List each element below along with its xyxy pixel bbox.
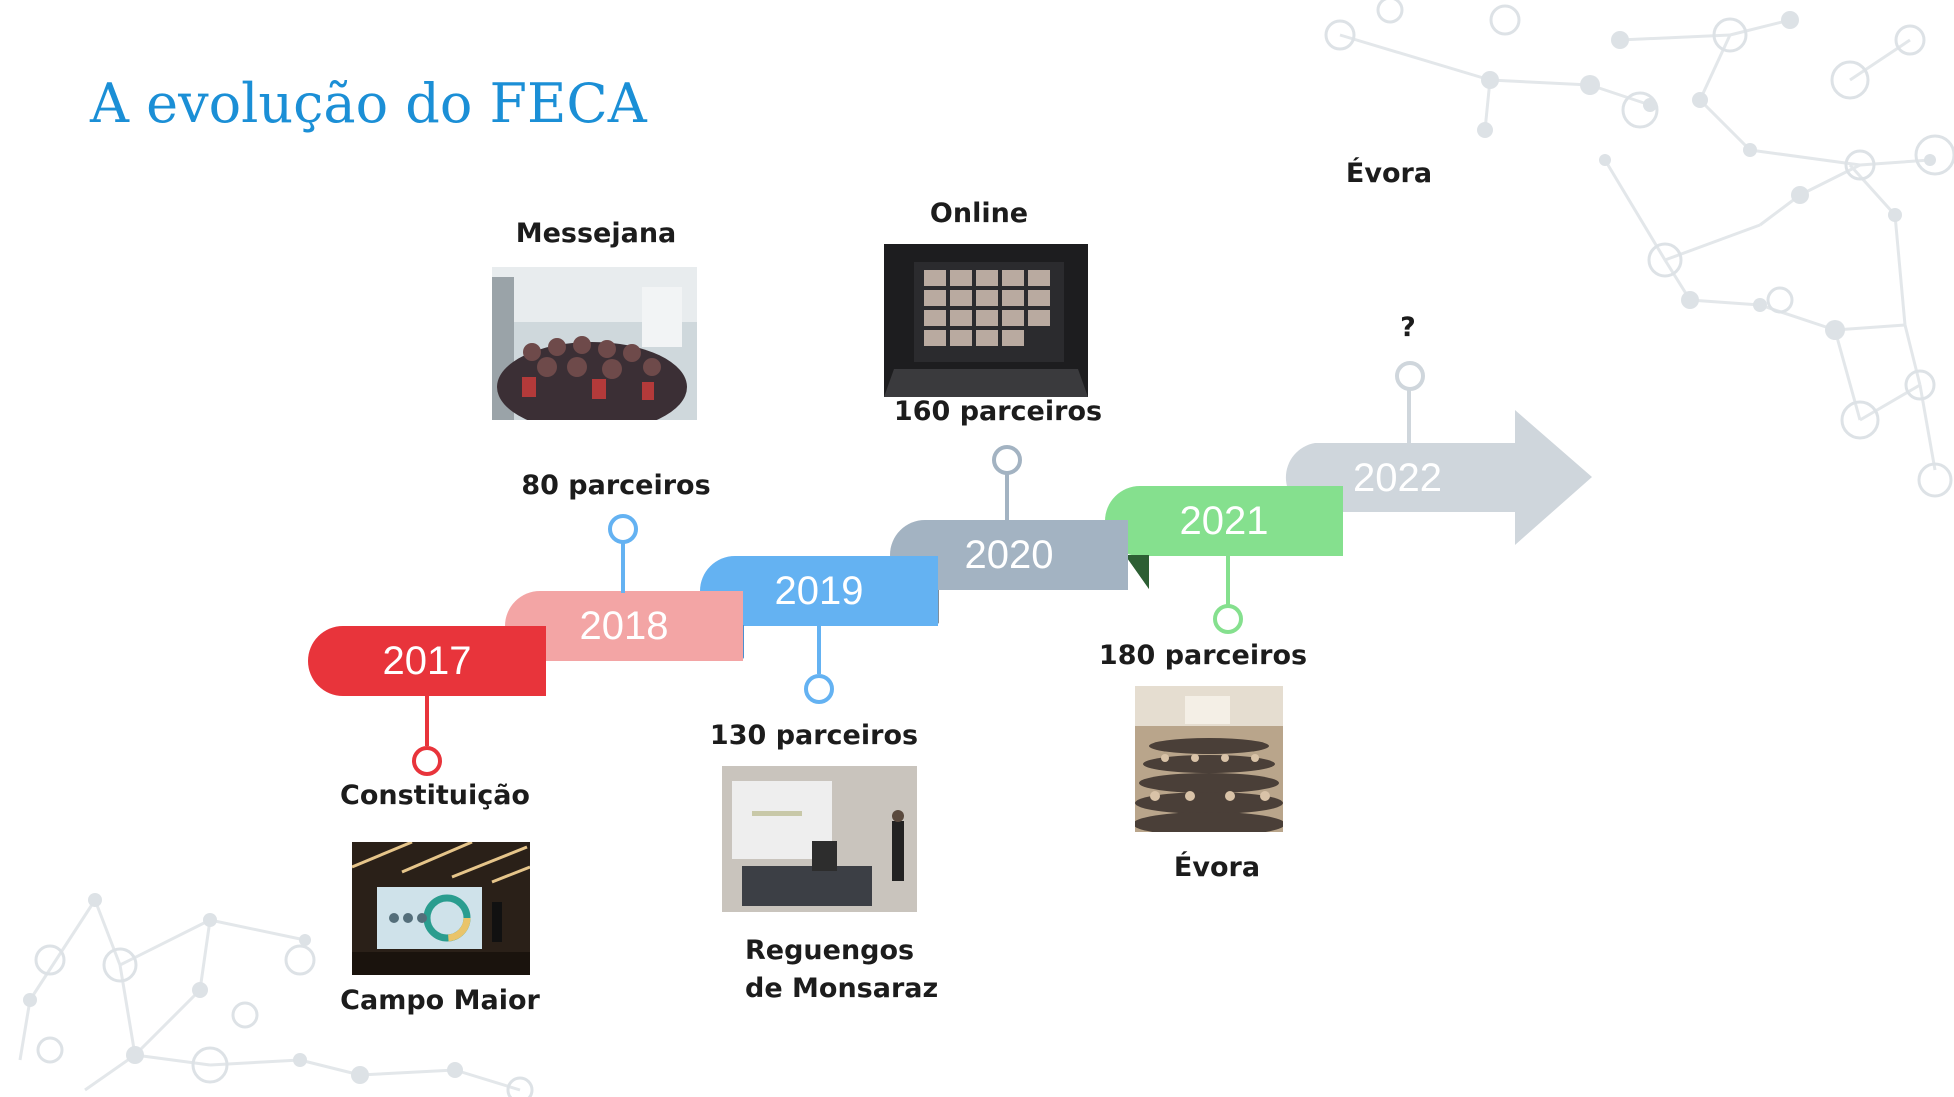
photo-campo-maior xyxy=(352,842,530,975)
connector-2019-ring xyxy=(804,674,834,704)
connector-2022-stem xyxy=(1407,387,1411,443)
connector-2020-ring xyxy=(992,445,1022,475)
label-2019-place-line1: Reguengos xyxy=(745,935,915,966)
label-2017-campo-maior: Campo Maior xyxy=(340,985,540,1016)
label-2021-evora: Évora xyxy=(1173,852,1261,883)
ribbon-2017: 2017 xyxy=(308,626,546,696)
label-2020-online: Online xyxy=(929,198,1029,229)
label-2021-partners: 180 parceiros xyxy=(1098,640,1308,671)
label-2020-partners: 160 parceiros xyxy=(893,396,1103,427)
label-2019-place: Reguengos de Monsaraz xyxy=(745,932,938,1008)
ribbon-2021: 2021 xyxy=(1105,486,1343,556)
connector-2021-stem xyxy=(1226,554,1230,605)
photo-evora-2021 xyxy=(1135,686,1283,832)
connector-2018-stem xyxy=(621,541,625,593)
label-2018-messejana: Messejana xyxy=(515,218,677,249)
label-2018-partners: 80 parceiros xyxy=(521,470,711,501)
photo-messejana xyxy=(492,267,697,420)
page-title: A evolução do FECA xyxy=(90,72,647,135)
connector-2019-stem xyxy=(817,624,821,674)
connector-2017-stem xyxy=(425,694,429,746)
label-2019-partners: 130 parceiros xyxy=(709,720,919,751)
ribbon-2022-year: 2022 xyxy=(1353,456,1442,500)
label-2019-place-line2: de Monsaraz xyxy=(745,973,939,1004)
photo-reguengos xyxy=(722,766,917,912)
connector-2021-ring xyxy=(1213,604,1243,634)
photo-online xyxy=(884,244,1088,397)
connector-2022-ring xyxy=(1395,361,1425,391)
connector-2020-stem xyxy=(1005,474,1009,522)
ribbon-2022-arrow xyxy=(1285,410,1592,545)
connector-2018-ring xyxy=(608,514,638,544)
label-2022-unknown: ? xyxy=(1400,312,1416,343)
ribbon-2020-fold xyxy=(1125,555,1149,589)
label-2022-evora: Évora xyxy=(1345,158,1433,189)
connector-2017-ring xyxy=(412,746,442,776)
label-2017-constituicao: Constituição xyxy=(340,780,530,811)
